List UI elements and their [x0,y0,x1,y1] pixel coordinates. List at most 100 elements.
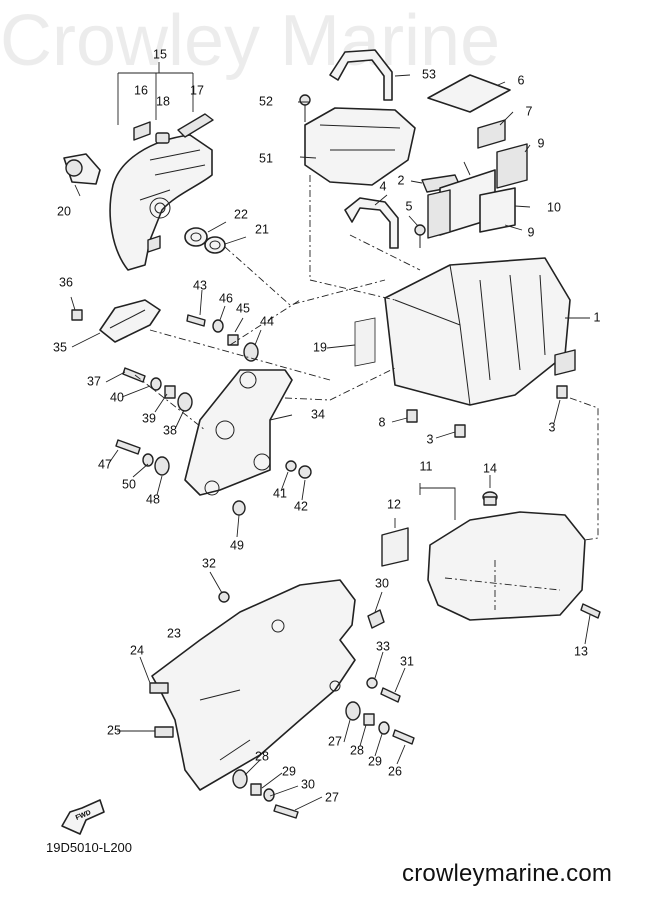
callout: 30 [375,576,389,590]
callout: 50 [122,477,136,491]
nut-43[interactable] [298,465,312,479]
collar-29a[interactable] [363,713,375,726]
collar-29b[interactable] [250,783,262,796]
bolt-31[interactable] [367,609,385,629]
plate-9a[interactable] [496,143,528,189]
callout: 51 [259,151,273,165]
upper-cover-16[interactable] [109,134,213,271]
callout: 20 [57,204,71,218]
plate-6[interactable] [427,74,511,113]
bracket-35[interactable] [184,369,293,496]
leader-lines [70,62,591,811]
cover-12[interactable] [427,511,586,621]
grommet-19[interactable] [155,132,170,144]
callout: 38 [163,423,177,437]
callout: 27 [325,790,339,804]
callout: 46 [219,291,233,305]
plate-7[interactable] [477,119,506,149]
collar-40[interactable] [164,385,176,399]
callout: 23 [167,626,181,640]
callout: 14 [483,461,497,475]
grommet-15[interactable] [482,491,498,506]
nut-33[interactable] [218,591,230,603]
damper-25[interactable] [149,682,169,694]
callout: 21 [255,222,269,236]
grommet-49[interactable] [154,456,170,476]
box-1[interactable] [384,257,576,406]
callout: 49 [230,538,244,552]
cover-24[interactable] [151,579,356,791]
callout: 30 [301,777,315,791]
callout: 44 [260,314,274,328]
callout: 39 [142,411,156,425]
band-4[interactable] [344,197,399,249]
callout: 9 [538,136,545,150]
damper-26[interactable] [154,726,174,738]
callout: 33 [376,639,390,653]
callout-labels: 1 2 3 3 4 5 6 7 8 9 9 10 11 12 13 14 15 … [53,47,600,804]
callout: 53 [422,67,436,81]
plate-13[interactable] [381,527,409,567]
collar-46[interactable] [227,334,239,346]
plate-9b[interactable] [427,189,451,239]
bracket-36[interactable] [99,299,161,343]
callout: 16 [134,83,148,97]
holder-52[interactable] [304,107,416,186]
grommet-45[interactable] [243,342,259,362]
bolt-27b[interactable] [273,804,299,819]
clip-8[interactable] [406,409,418,423]
bolt-27a[interactable] [392,729,415,745]
screw-37[interactable] [71,309,83,321]
washer-34[interactable] [366,677,378,689]
callout: 47 [98,457,112,471]
washer-51[interactable] [142,453,154,467]
bolt-48[interactable] [115,439,141,455]
plate-20[interactable] [354,317,376,367]
callout: 3 [549,420,556,434]
washer-30a[interactable] [378,721,390,735]
bolt-32[interactable] [380,687,401,703]
callout: 8 [379,415,386,429]
callout: 32 [202,556,216,570]
callout: 18 [156,94,170,108]
switch-21[interactable] [63,153,101,185]
callout: 25 [107,723,121,737]
callout: 24 [130,643,144,657]
bolt-5[interactable] [414,224,426,248]
website-url[interactable]: crowleymarine.com [402,860,613,887]
collar-50[interactable] [232,500,246,516]
grommet-39[interactable] [177,392,193,412]
callout: 9 [528,225,535,239]
callout: 13 [574,644,588,658]
grommet-28a[interactable] [345,701,361,721]
callout: 4 [380,179,387,193]
callout: 34 [311,407,325,421]
clip-3a[interactable] [454,424,466,438]
ring-22[interactable] [204,236,226,254]
seal-18[interactable] [177,113,214,138]
callout: 52 [259,94,273,108]
washer-41[interactable] [150,377,162,391]
callout: 6 [518,73,525,87]
callout: 36 [59,275,73,289]
callout: 28 [255,749,269,763]
bolt-38[interactable] [122,367,146,383]
clip-3b[interactable] [556,385,568,399]
bolt-53[interactable] [299,94,311,122]
bolt-14[interactable] [580,603,601,619]
callout: 7 [526,104,533,118]
callout: 22 [234,207,248,221]
grommet-28b[interactable] [232,769,248,789]
washer-42[interactable] [285,460,297,472]
bolt-44[interactable] [186,314,206,327]
handle-54[interactable] [329,49,393,101]
callout: 3 [427,432,434,446]
washer-47[interactable] [212,319,224,333]
plate-10[interactable] [479,187,516,233]
callout: 12 [387,497,401,511]
callout: 41 [273,486,287,500]
decal-17[interactable] [133,121,151,141]
grommet-23[interactable] [184,227,208,247]
callout: 40 [110,390,124,404]
